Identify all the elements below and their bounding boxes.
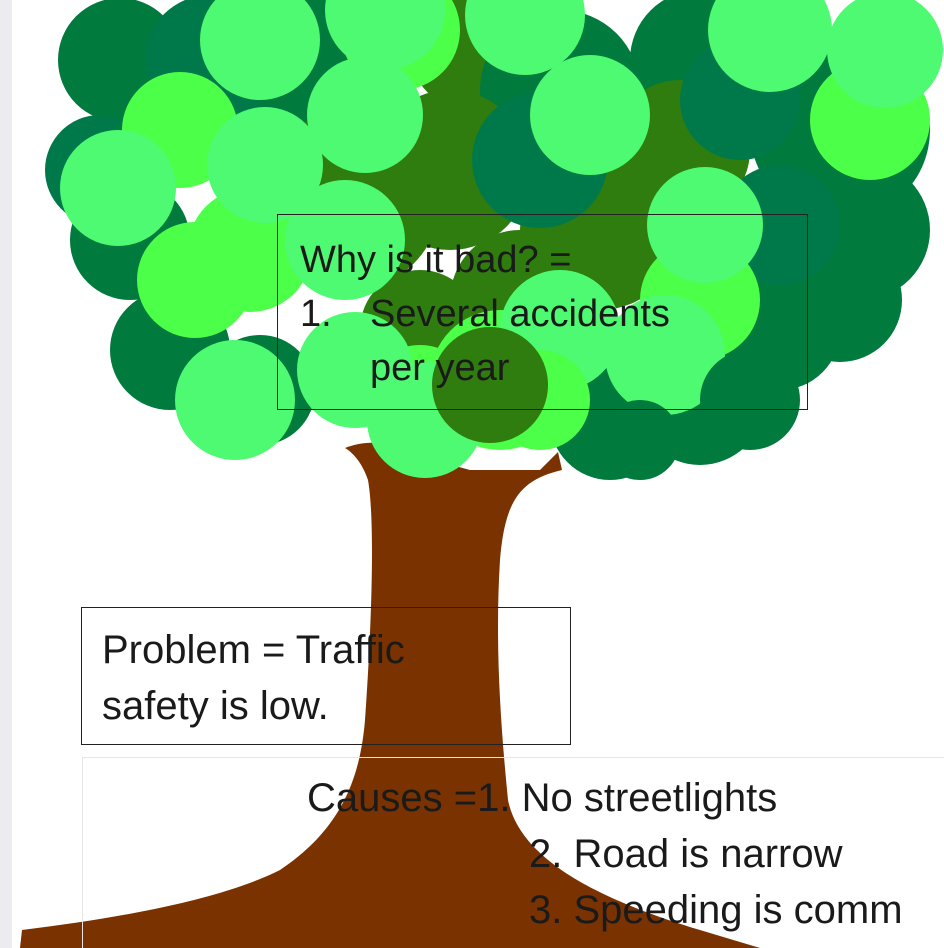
cause-item-1: 1. No streetlights <box>477 776 778 820</box>
tree-canopy <box>45 0 943 480</box>
causes-box[interactable]: Causes = 1. No streetlights 2. Road is n… <box>307 770 944 948</box>
causes-label: Causes = <box>307 776 478 820</box>
tree-trunk <box>20 442 760 948</box>
why-box-title: Why is it bad? = <box>300 239 572 281</box>
cause-item-2: 2. Road is narrow <box>529 832 843 876</box>
why-item-number: 1. <box>300 293 332 335</box>
problem-box[interactable]: Problem = Traffic safety is low. <box>81 607 571 745</box>
why-item-continuation: per year <box>370 347 510 389</box>
problem-line-1: Problem = Traffic <box>102 628 405 672</box>
causes-row-1: Causes = 1. No streetlights <box>307 770 944 826</box>
problem-line-2: safety is low. <box>102 684 329 728</box>
why-is-it-bad-box[interactable]: Why is it bad? = 1. Several accidents pe… <box>277 214 808 410</box>
causes-row-2: 2. Road is narrow <box>307 826 944 882</box>
left-margin-strip <box>0 0 12 948</box>
cause-item-3: 3. Speeding is comm <box>529 888 903 932</box>
why-item-text: Several accidents <box>370 293 670 335</box>
causes-row-3: 3. Speeding is comm <box>307 882 944 938</box>
why-list-item: 1. Several accidents <box>300 287 787 341</box>
causes-frame <box>82 757 944 948</box>
